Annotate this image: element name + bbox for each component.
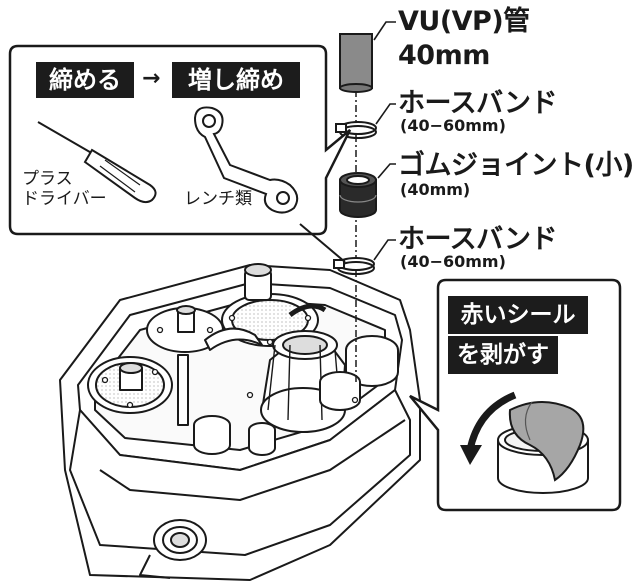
rubber-joint-label: ゴムジョイント(小) xyxy=(398,150,632,181)
leader-lines xyxy=(373,21,396,261)
seal-cap-icon xyxy=(497,400,589,494)
pipe-icon xyxy=(339,33,373,93)
curved-arrow-icon xyxy=(460,391,517,465)
step-arrow: → xyxy=(142,66,161,91)
screwdriver-icon xyxy=(37,121,157,204)
seal-instruction-line2: を剥がす xyxy=(448,336,558,374)
pipe-size-label: 40mm xyxy=(398,40,490,71)
pump-tank-illustration xyxy=(59,263,421,581)
hose-band-top-label: ホースバンド xyxy=(398,88,558,119)
wrench-icon xyxy=(193,106,299,214)
hose-band-icon xyxy=(335,121,377,139)
wrench-label: レンチ類 xyxy=(184,189,252,209)
screwdriver-label-line2: ドライバー xyxy=(22,189,107,209)
rubber-joint-size: (40mm) xyxy=(400,180,471,199)
retighten-step-badge: 増し締め xyxy=(172,62,300,98)
rubber-joint-icon xyxy=(339,172,377,218)
hose-band-icon xyxy=(333,257,375,275)
seal-instruction-line1: 赤いシール xyxy=(448,296,588,334)
hose-band-top-size: (40−60mm) xyxy=(400,116,506,135)
hose-band-bottom-size: (40−60mm) xyxy=(400,252,506,271)
callout-pointer-line xyxy=(299,223,346,263)
screwdriver-label-line1: プラス xyxy=(22,169,73,189)
pipe-label: VU(VP)管 xyxy=(398,6,530,37)
hose-band-bottom-label: ホースバンド xyxy=(398,224,558,255)
tighten-step-badge: 締める xyxy=(36,62,134,98)
